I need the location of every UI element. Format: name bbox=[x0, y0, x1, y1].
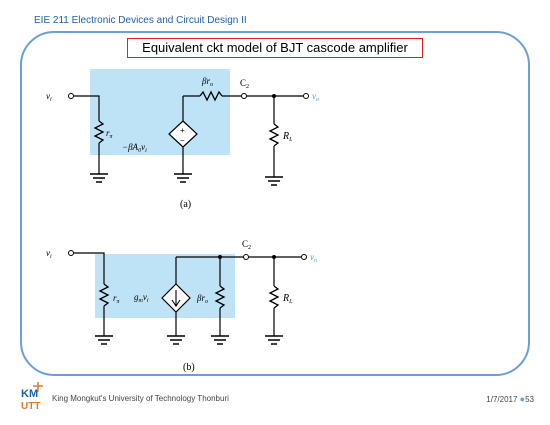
institution-name: King Mongkut's University of Technology … bbox=[52, 394, 229, 403]
plus-sign-a: + bbox=[180, 126, 185, 135]
arrow-down-icon bbox=[171, 299, 181, 307]
r-pi-resistor-a bbox=[93, 120, 105, 144]
c2-label-a: C2 bbox=[240, 78, 249, 90]
slide-number: 53 bbox=[525, 395, 534, 404]
input-wire-a bbox=[74, 95, 100, 121]
input-label-b: vi bbox=[46, 248, 52, 260]
caption-b: (b) bbox=[183, 362, 195, 373]
minus-sign-a: − bbox=[180, 136, 185, 145]
rl-resistor-a bbox=[268, 123, 280, 147]
c2-label-b: C2 bbox=[242, 239, 251, 251]
ground-icon bbox=[265, 176, 283, 186]
gm-label-b: gmvi bbox=[134, 292, 149, 304]
c2-terminal-b bbox=[243, 254, 249, 260]
c2-terminal-a bbox=[241, 93, 247, 99]
beta-ro-resistor-a bbox=[199, 90, 223, 102]
rl-label-a: RL bbox=[282, 131, 293, 143]
output-terminal-a bbox=[303, 93, 309, 99]
ground-icon bbox=[90, 173, 108, 183]
input-wire-b bbox=[74, 252, 105, 284]
ground-icon bbox=[95, 335, 113, 345]
university-logo: KM UTT bbox=[21, 382, 43, 412]
ground-icon bbox=[174, 173, 192, 183]
output-label-a: vo bbox=[312, 91, 319, 103]
highlight-box-a bbox=[90, 69, 230, 155]
caption-a: (a) bbox=[180, 199, 191, 210]
input-terminal-a bbox=[68, 93, 74, 99]
rl-label-b: RL bbox=[282, 293, 293, 305]
circuit-b: vi rπ C2 vo gmvi bbox=[46, 239, 317, 373]
circuit-a: vi rπ + − −βA0vi bbox=[46, 69, 319, 210]
slide-title: Equivalent ckt model of BJT cascode ampl… bbox=[127, 38, 423, 58]
bullet-dot-icon: ● bbox=[519, 394, 526, 404]
ground-icon bbox=[265, 335, 283, 345]
slide-date: 1/7/2017 bbox=[486, 395, 518, 404]
course-title: EIE 211 Electronic Devices and Circuit D… bbox=[34, 15, 247, 26]
rl-resistor-b bbox=[268, 285, 280, 309]
r-pi-label-b: rπ bbox=[113, 293, 121, 305]
logo-text-bottom: UTT bbox=[21, 401, 40, 412]
source-label-a: −βA0vi bbox=[122, 142, 147, 154]
beta-ro-label-a: βro bbox=[201, 76, 213, 88]
beta-ro-resistor-b bbox=[214, 285, 226, 309]
logo-text-top: KM bbox=[21, 388, 38, 400]
r-pi-resistor-b bbox=[98, 283, 110, 307]
ground-icon bbox=[211, 335, 229, 345]
input-terminal-b bbox=[68, 250, 74, 256]
highlight-box-b bbox=[95, 254, 235, 318]
output-terminal-b bbox=[301, 254, 307, 260]
slide-footer-meta: 1/7/2017 ●53 bbox=[486, 394, 534, 404]
content-frame bbox=[20, 31, 530, 376]
output-label-b: vo bbox=[310, 252, 317, 264]
r-pi-label-a: rπ bbox=[106, 128, 114, 140]
input-label-a: vi bbox=[46, 91, 52, 103]
ground-icon bbox=[167, 335, 185, 345]
beta-ro-label-b: βro bbox=[196, 293, 208, 305]
